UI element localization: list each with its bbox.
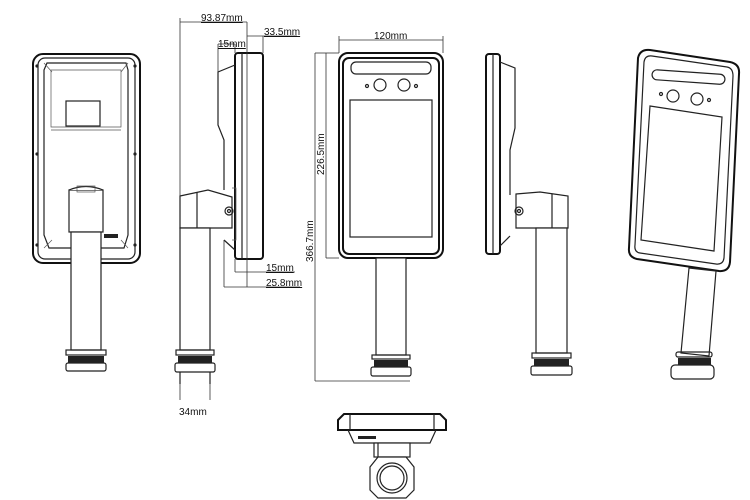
dim-head-depth: 33.5mm <box>264 27 300 38</box>
dimension-lines-side <box>179 18 300 400</box>
dimension-lines-front <box>314 36 444 382</box>
rear-view <box>32 53 141 372</box>
perspective-view <box>627 48 741 380</box>
bottom-view <box>337 413 447 499</box>
dim-overall-depth: 93.87mm <box>201 13 243 24</box>
side-view-right <box>485 53 573 376</box>
dim-bottom-depth: 25.8mm <box>266 278 302 289</box>
dim-bezel-top: 15mm <box>218 39 246 50</box>
dim-overall-height: 366.7mm <box>305 220 316 262</box>
dim-width: 120mm <box>374 31 407 42</box>
dim-head-height: 226.5mm <box>316 133 327 175</box>
dim-bezel-bottom: 15mm <box>266 263 294 274</box>
dim-pole-diameter: 34mm <box>179 407 207 418</box>
front-view <box>338 52 444 377</box>
side-view-left <box>174 52 264 384</box>
